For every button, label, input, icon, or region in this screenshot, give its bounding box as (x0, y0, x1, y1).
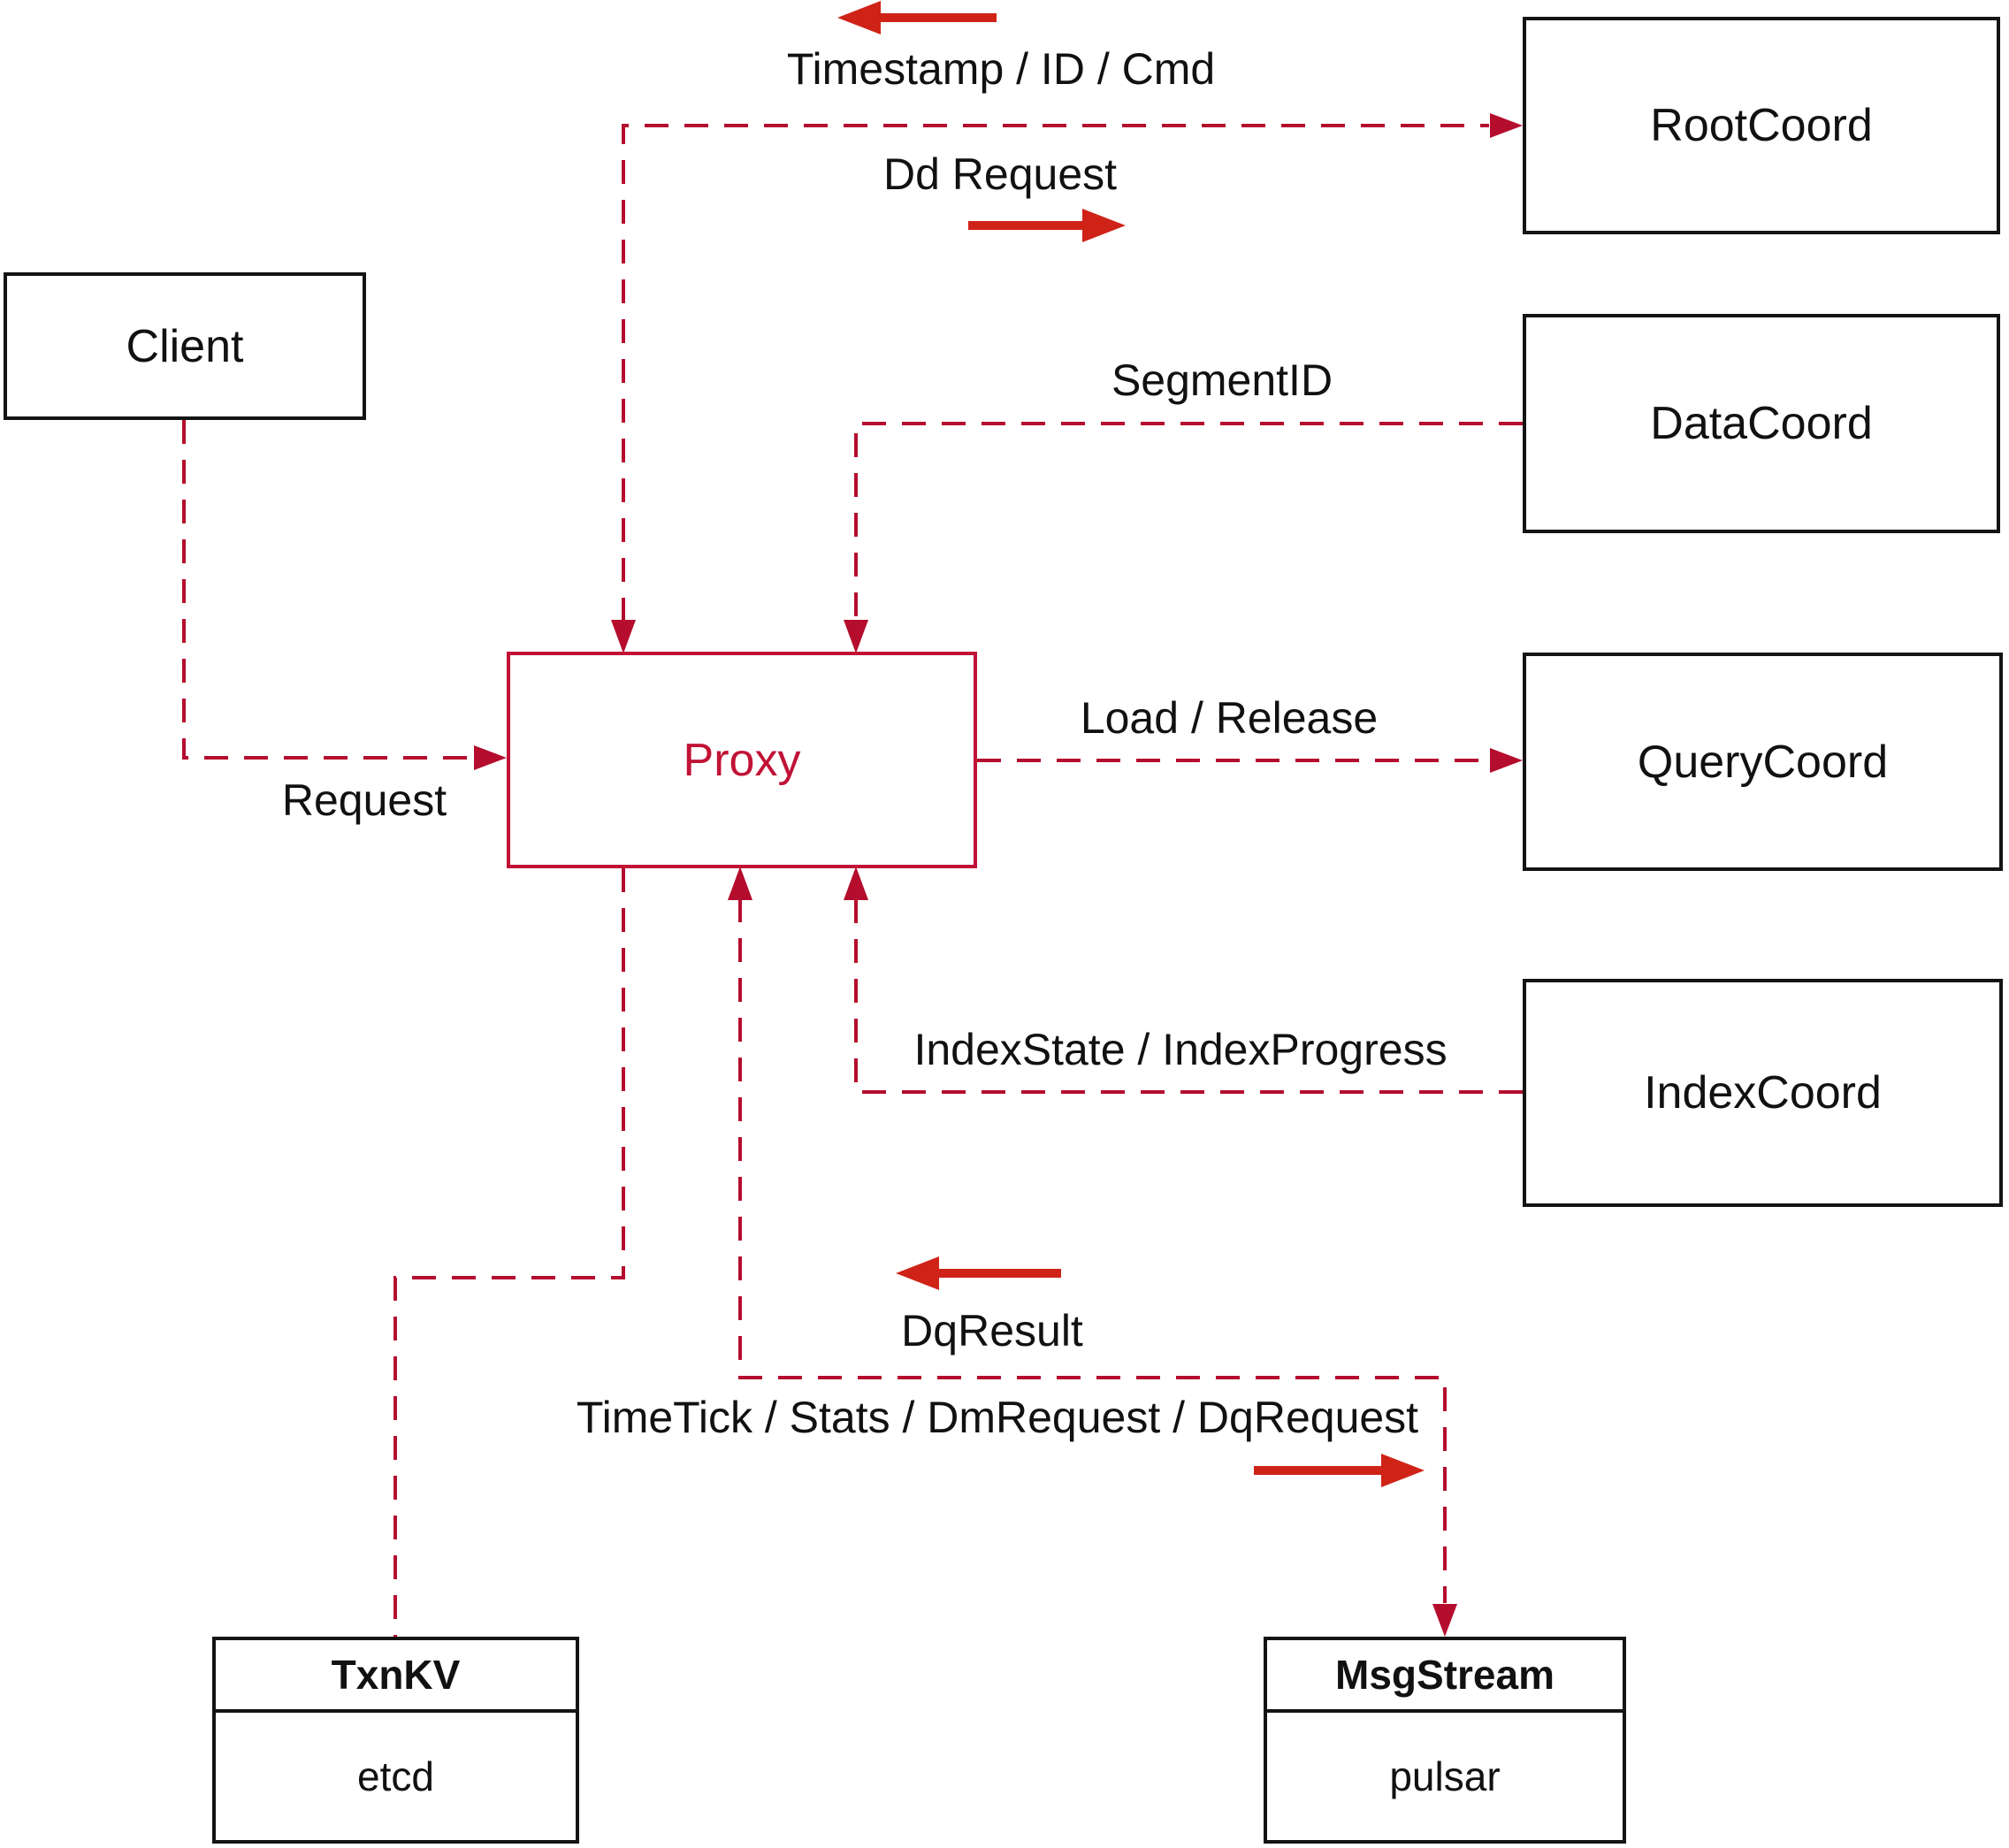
node-msgstream: MsgStream pulsar (1264, 1637, 1626, 1844)
node-client-label: Client (126, 320, 244, 372)
arrowhead-into-proxy-from-msgstream-icon (728, 867, 752, 900)
edge-datacoord-proxy (854, 422, 1523, 622)
edge-proxy-msgstream (738, 898, 1447, 1603)
node-txnkv-body: etcd (357, 1753, 434, 1799)
edge-label-time-tick-stats: TimeTick / Stats / DmRequest / DqRequest (576, 1393, 1419, 1442)
time-tick-direction-arrow-icon (1381, 1454, 1425, 1487)
node-indexcoord-label: IndexCoord (1644, 1067, 1882, 1119)
arrowhead-into-proxy-top-right-icon (844, 620, 868, 653)
edge-label-index-state-progress: IndexState / IndexProgress (913, 1025, 1448, 1074)
edge-proxy-rootcoord (622, 124, 1489, 622)
dd-request-direction-arrow-icon (1082, 209, 1126, 242)
edge-client-proxy (182, 420, 473, 760)
edge-label-dd-request: Dd Request (882, 149, 1118, 199)
node-proxy-label: Proxy (683, 734, 801, 786)
node-txnkv-title: TxnKV (216, 1640, 576, 1713)
node-datacoord-label: DataCoord (1650, 398, 1873, 449)
node-indexcoord: IndexCoord (1523, 979, 2003, 1207)
node-datacoord: DataCoord (1523, 314, 2000, 533)
arrowhead-into-proxy-top-left-icon (611, 620, 636, 653)
edge-label-timestamp-id-cmd: Timestamp / ID / Cmd (786, 44, 1216, 94)
edge-label-segment-id: SegmentID (1111, 355, 1333, 405)
node-msgstream-title: MsgStream (1267, 1640, 1623, 1713)
arrowhead-into-proxy-left-icon (474, 745, 507, 770)
node-txnkv: TxnKV etcd (212, 1637, 579, 1844)
node-msgstream-body: pulsar (1389, 1753, 1501, 1799)
edge-label-request: Request (281, 775, 447, 825)
arrowhead-into-proxy-bottom-icon (844, 867, 868, 900)
arrowhead-into-rootcoord-icon (1490, 113, 1523, 138)
edge-indexcoord-proxy (854, 898, 1523, 1094)
arrowhead-into-msgstream-icon (1432, 1604, 1457, 1637)
node-querycoord-label: QueryCoord (1637, 736, 1889, 788)
node-proxy: Proxy (507, 652, 977, 868)
edge-proxy-txnkv (393, 868, 625, 1637)
dq-result-direction-arrow-icon (896, 1256, 939, 1290)
node-rootcoord: RootCoord (1523, 17, 2000, 234)
edge-label-dq-result: DqResult (901, 1306, 1083, 1355)
node-client: Client (4, 272, 366, 420)
node-rootcoord-label: RootCoord (1650, 100, 1873, 151)
edge-label-load-release: Load / Release (1080, 693, 1379, 743)
node-querycoord: QueryCoord (1523, 653, 2003, 871)
timestamp-direction-arrow-icon (837, 1, 881, 34)
arrowhead-into-querycoord-icon (1490, 748, 1523, 773)
